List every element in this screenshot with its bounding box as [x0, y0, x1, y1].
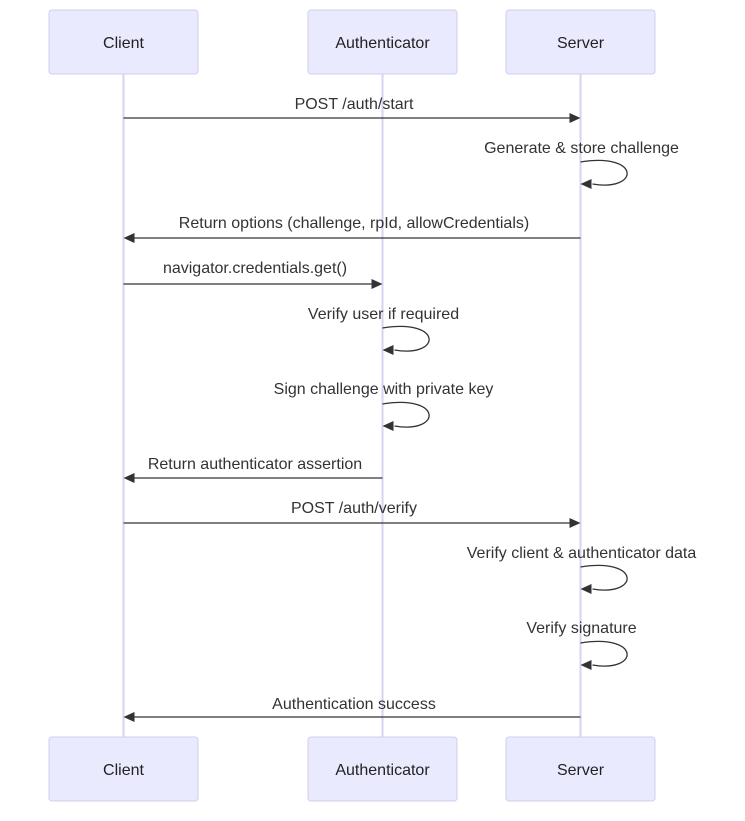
participant-box: [307, 736, 458, 802]
participant-box: [48, 9, 199, 75]
participant-label: Client: [103, 35, 144, 52]
arrow-head: [382, 421, 394, 431]
message: navigator.credentials.get(): [123, 260, 383, 289]
message: Verify client & authenticator data: [467, 545, 697, 594]
arrow-head: [382, 345, 394, 355]
message-label: Return options (challenge, rpId, allowCr…: [179, 215, 529, 232]
message: Sign challenge with private key: [274, 381, 494, 431]
arrow-head: [123, 233, 135, 243]
lifelines: [122, 74, 582, 737]
participant-label: Client: [103, 762, 144, 779]
message: Return authenticator assertion: [123, 456, 383, 483]
arrow-head: [580, 584, 592, 594]
participant-client-bottom: Client: [48, 736, 199, 802]
participant-client-top: Client: [48, 9, 199, 75]
participants-top: Client Authenticator Server: [48, 9, 656, 75]
participant-server-bottom: Server: [505, 736, 656, 802]
self-message-loop: [580, 564, 628, 591]
self-message-loop: [580, 640, 628, 667]
message-label: Verify client & authenticator data: [467, 545, 697, 562]
participant-server-top: Server: [505, 9, 656, 75]
message: POST /auth/start: [123, 96, 581, 123]
message-label: Verify user if required: [308, 306, 459, 323]
message: Return options (challenge, rpId, allowCr…: [123, 215, 581, 243]
message-label: Verify signature: [526, 620, 636, 637]
message-label: navigator.credentials.get(): [163, 260, 347, 277]
self-message-loop: [382, 401, 430, 428]
message: Generate & store challenge: [484, 140, 679, 189]
participant-box: [505, 9, 656, 75]
arrow-head: [569, 518, 581, 528]
message: Verify user if required: [308, 306, 459, 355]
participant-box: [48, 736, 199, 802]
participant-label: Server: [557, 35, 605, 52]
participant-box: [307, 9, 458, 75]
participant-label: Server: [557, 762, 605, 779]
message: Verify signature: [526, 620, 637, 670]
arrow-head: [580, 179, 592, 189]
message-label: Sign challenge with private key: [274, 381, 494, 398]
arrow-head: [371, 279, 383, 289]
message-label: POST /auth/start: [295, 96, 414, 113]
arrow-head: [123, 712, 135, 722]
message-label: Authentication success: [272, 696, 436, 713]
message: POST /auth/verify: [123, 500, 581, 528]
arrow-head: [569, 113, 581, 123]
self-message-loop: [382, 325, 430, 352]
message: Authentication success: [123, 696, 581, 722]
participant-authenticator-bottom: Authenticator: [307, 736, 458, 802]
participants-bottom: Client Authenticator Server: [48, 736, 656, 802]
participant-box: [505, 736, 656, 802]
arrow-head: [580, 660, 592, 670]
self-message-loop: [580, 159, 628, 186]
message-label: Return authenticator assertion: [148, 456, 362, 473]
participant-authenticator-top: Authenticator: [307, 9, 458, 75]
message-label: Generate & store challenge: [484, 140, 679, 157]
participant-label: Authenticator: [335, 762, 430, 779]
arrow-head: [123, 473, 135, 483]
message-label: POST /auth/verify: [291, 500, 417, 517]
participant-label: Authenticator: [335, 35, 430, 52]
